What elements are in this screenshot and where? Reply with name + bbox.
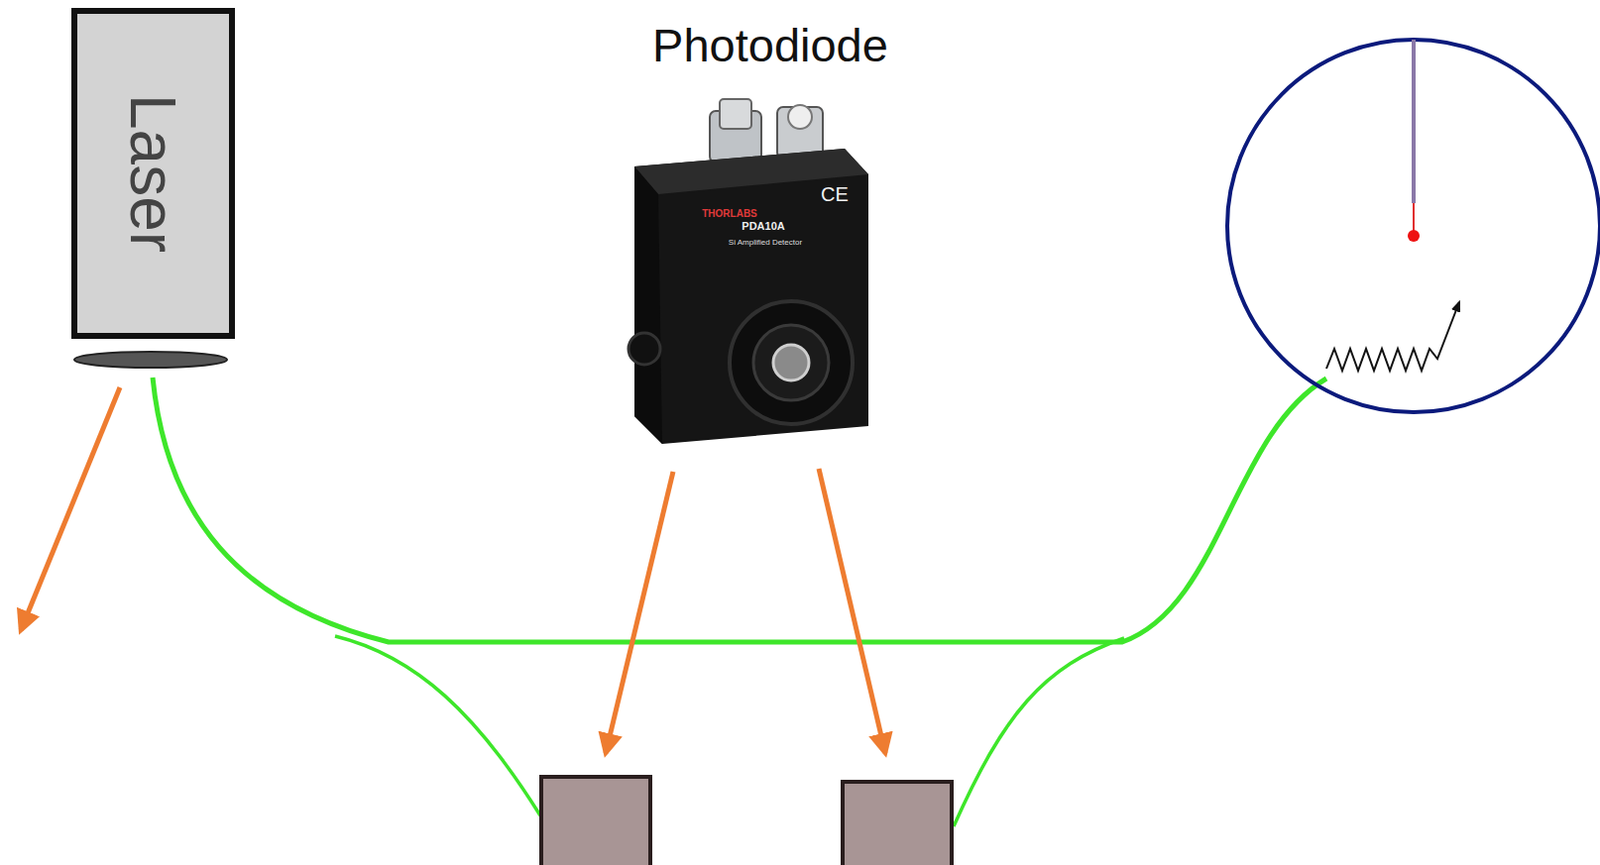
fiber-branch (953, 638, 1125, 827)
beam-arrow (605, 471, 674, 754)
ce-mark: CE (820, 183, 849, 206)
fiber-branch (335, 636, 541, 816)
lens (74, 351, 228, 368)
device-text: Si Amplified Detector (728, 238, 802, 248)
photodiode-device (628, 99, 869, 445)
pendulum-wire (1412, 203, 1415, 233)
photodiode-label: Photodiode (652, 19, 889, 72)
brand-text: THORLABS (701, 208, 758, 220)
beam-arrow (818, 468, 886, 754)
pendulum-bob (1407, 229, 1420, 242)
chamber-circle (1227, 39, 1600, 413)
beam-arrow (20, 387, 120, 631)
fiber-coupler (541, 777, 651, 865)
laser-box: Laser (71, 7, 235, 340)
fiber-coupler (842, 782, 952, 865)
model-text: PDA10A (741, 220, 785, 232)
wavy-arrow (1326, 302, 1460, 371)
laser-label: Laser (121, 94, 186, 253)
pendulum-rod (1411, 39, 1416, 204)
